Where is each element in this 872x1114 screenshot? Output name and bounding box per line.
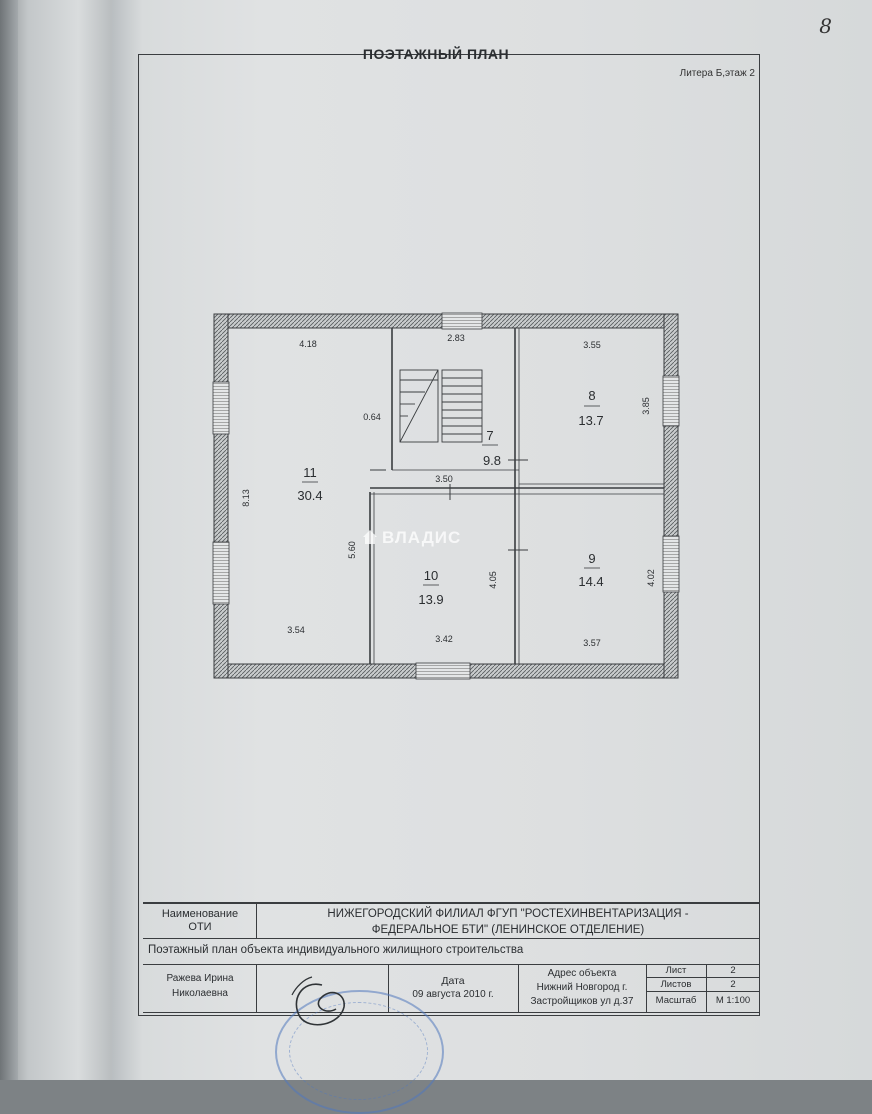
room-11-number: 11 [303, 465, 317, 480]
dim-room10-bottom: 3.42 [435, 634, 453, 644]
dim-room11-bottom: 3.54 [287, 625, 305, 635]
tb-scale-value: М 1:100 [715, 995, 751, 1006]
tb-col-line-1 [256, 902, 257, 938]
dimension-labels: 4.18 2.83 3.55 0.64 3.50 3.54 3.42 3.57 … [241, 333, 656, 648]
tb-col-line-6 [706, 964, 707, 1012]
tb-person-line1: Ражева Ирина [166, 973, 234, 984]
left-page [0, 0, 112, 1080]
page-subtitle: Литера Б,этаж 2 [679, 68, 755, 79]
dim-room10-side-right: 4.05 [488, 571, 498, 589]
tb-col-line-5 [646, 964, 647, 1012]
tb-address-line2: Застройщиков ул д.37 [530, 996, 634, 1007]
dim-room9-side: 4.02 [646, 569, 656, 587]
room-labels: 11 30.4 7 9.8 8 13.7 10 13.9 9 14.4 [297, 388, 603, 607]
page-number: 8 [819, 14, 832, 38]
watermark-text: ВЛАДИС [382, 528, 462, 547]
door-marks [370, 459, 528, 551]
room-10-area: 13.9 [418, 592, 443, 607]
room-8-number: 8 [588, 388, 595, 403]
tb-address-line1: Нижний Новгород г. [536, 982, 628, 993]
tb-person-line2: Николаевна [172, 988, 228, 999]
tb-row-line-2 [143, 964, 760, 965]
tb-sub-line-2 [646, 991, 760, 992]
room-9-area: 14.4 [578, 574, 603, 589]
tb-sub-line-1 [646, 977, 760, 978]
tb-col-line-4 [518, 964, 519, 1012]
tb-date-label: Дата [441, 975, 465, 987]
room-7-number: 7 [486, 428, 493, 443]
dim-room11-top: 4.18 [299, 339, 317, 349]
tb-address-label: Адрес объекта [547, 968, 617, 979]
windows [212, 312, 680, 680]
signature [291, 976, 345, 1026]
tb-sheet-label: Лист [665, 965, 687, 976]
watermark: ВЛАДИС [362, 528, 461, 548]
tb-date-value: 09 августа 2010 г. [412, 989, 494, 1000]
tb-sheet-value: 2 [730, 965, 736, 976]
room-10-number: 10 [424, 568, 438, 583]
stairs [399, 369, 483, 443]
room-8-area: 13.7 [578, 413, 603, 428]
book-edge [0, 0, 18, 1080]
dim-room7-top: 2.83 [447, 333, 465, 343]
interior-walls [369, 328, 664, 664]
exterior-walls [213, 313, 679, 679]
dim-room8-top: 3.55 [583, 340, 601, 350]
dim-corridor: 3.50 [435, 474, 453, 484]
tb-naming-line1: НИЖЕГОРОДСКИЙ ФИЛИАЛ ФГУП "РОСТЕХИНВЕНТА… [327, 908, 689, 920]
dim-room11-side: 8.13 [241, 489, 251, 507]
room-7-area: 9.8 [483, 453, 501, 468]
room-9-number: 9 [588, 551, 595, 566]
tb-sheets-label: Листов [660, 979, 692, 990]
tb-border-top [143, 902, 760, 904]
document-page [112, 0, 872, 1080]
tb-scale-label: Масштаб [655, 995, 697, 1006]
tb-col-line-3 [388, 964, 389, 1012]
page-title: ПОЭТАЖНЫЙ ПЛАН [362, 46, 510, 62]
tb-border-bottom [143, 1012, 760, 1013]
tb-description: Поэтажный план объекта индивидуального ж… [148, 944, 524, 956]
tb-naming-line2: ФЕДЕРАЛЬНОЕ БТИ" (ЛЕНИНСКОЕ ОТДЕЛЕНИЕ) [371, 924, 645, 936]
floor-plan: 11 30.4 7 9.8 8 13.7 10 13.9 9 14.4 4.18… [210, 310, 680, 682]
tb-sheets-value: 2 [730, 979, 736, 990]
dim-room10-side-left: 5.60 [347, 541, 357, 559]
dim-room8-side: 3.85 [641, 397, 651, 415]
dim-stair-gap: 0.64 [363, 412, 381, 422]
drawing-frame [138, 54, 760, 1016]
tb-row-line-1 [143, 938, 760, 939]
tb-naming-label: Наименование ОТИ [161, 908, 239, 933]
room-11-area: 30.4 [297, 488, 322, 503]
dim-room9-bottom: 3.57 [583, 638, 601, 648]
tb-col-line-2 [256, 964, 257, 1012]
house-icon [363, 530, 377, 544]
